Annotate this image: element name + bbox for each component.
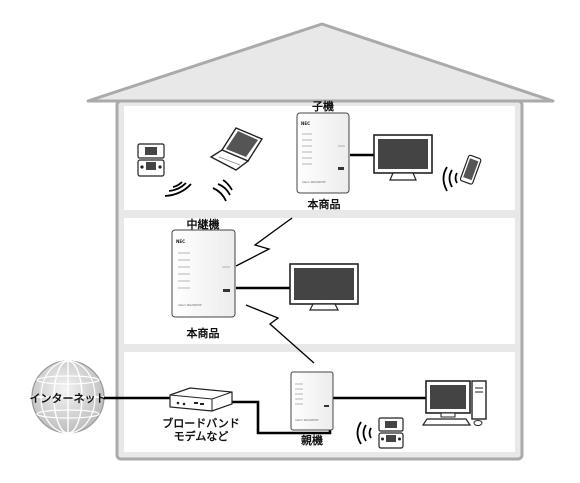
tv-monitor-icon <box>373 134 433 181</box>
game-console-icon <box>378 417 404 449</box>
router-brand-label: NEC <box>301 121 310 126</box>
desktop-pc-icon <box>421 380 487 426</box>
tv-monitor-icon <box>289 263 359 311</box>
label-relay-unit: 中継機 <box>187 217 220 231</box>
relay-router-icon: NEC Aterm WG2600HP <box>171 229 236 318</box>
globe-icon <box>31 360 105 434</box>
child-router-icon: NEC Aterm WG2600HP <box>296 112 350 194</box>
smartphone-icon <box>459 154 482 185</box>
label-this-product-middle: 本商品 <box>187 326 220 340</box>
game-console-icon <box>137 143 165 177</box>
label-parent-unit: 親機 <box>301 433 323 447</box>
wireless-links <box>235 217 315 364</box>
parent-router-icon: Aterm WG2600HP <box>290 371 334 431</box>
broadband-modem-icon <box>169 387 233 412</box>
wifi-waves-icon <box>212 179 233 202</box>
wireless-link-relay-parent <box>245 304 315 364</box>
label-this-product-top: 本商品 <box>308 197 341 211</box>
router-model-label: Aterm WG2600HP <box>178 303 202 307</box>
router-model-label: Aterm WG2600HP <box>302 180 326 184</box>
label-modem-line1: ブロードバンド <box>162 416 240 430</box>
wireless-link-child-relay <box>235 217 293 267</box>
wifi-waves-icon <box>356 421 372 445</box>
laptop-icon <box>209 127 264 171</box>
label-modem-line2: モデムなど <box>174 429 229 443</box>
label-child-unit: 子機 <box>312 99 334 113</box>
house-roof <box>86 22 555 103</box>
router-brand-label: NEC <box>176 239 185 244</box>
wifi-waves-icon <box>164 181 192 197</box>
wifi-waves-icon <box>442 166 458 192</box>
router-model-label: Aterm WG2600HP <box>295 418 319 422</box>
label-internet: インターネット <box>30 392 107 405</box>
